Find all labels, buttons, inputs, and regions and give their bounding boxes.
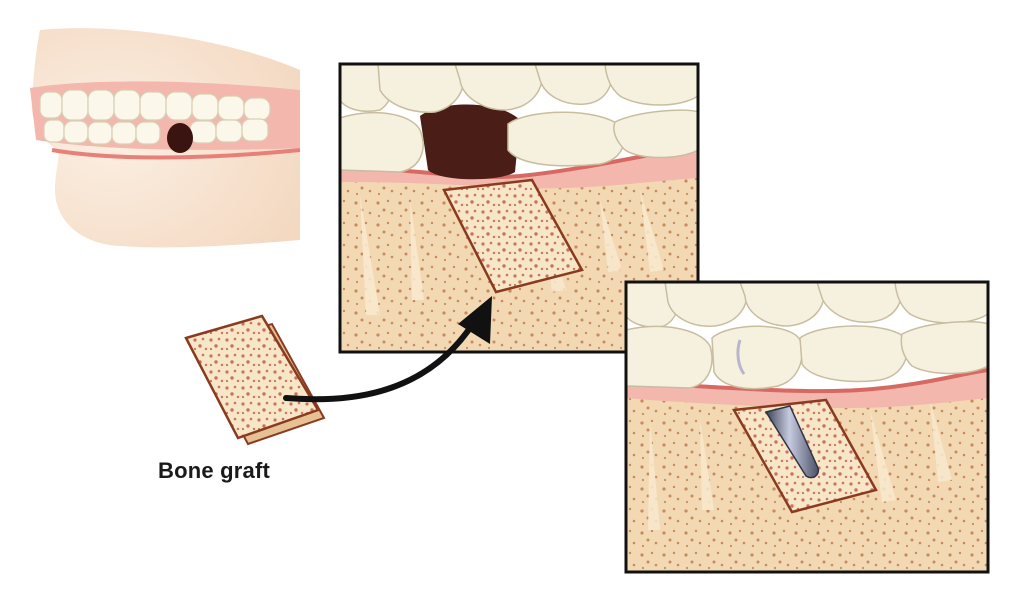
bone-block-icon <box>184 314 326 446</box>
dental-implant-icon <box>764 405 820 479</box>
bone-graft-label: Bone graft <box>158 458 270 483</box>
panel-graft-placement <box>338 62 700 354</box>
face-profile-icon <box>30 28 301 248</box>
inserted-graft-block <box>442 178 584 294</box>
implant-crown <box>711 325 803 390</box>
panel-implant-placed <box>624 280 990 574</box>
curved-arrow-icon <box>283 296 492 403</box>
